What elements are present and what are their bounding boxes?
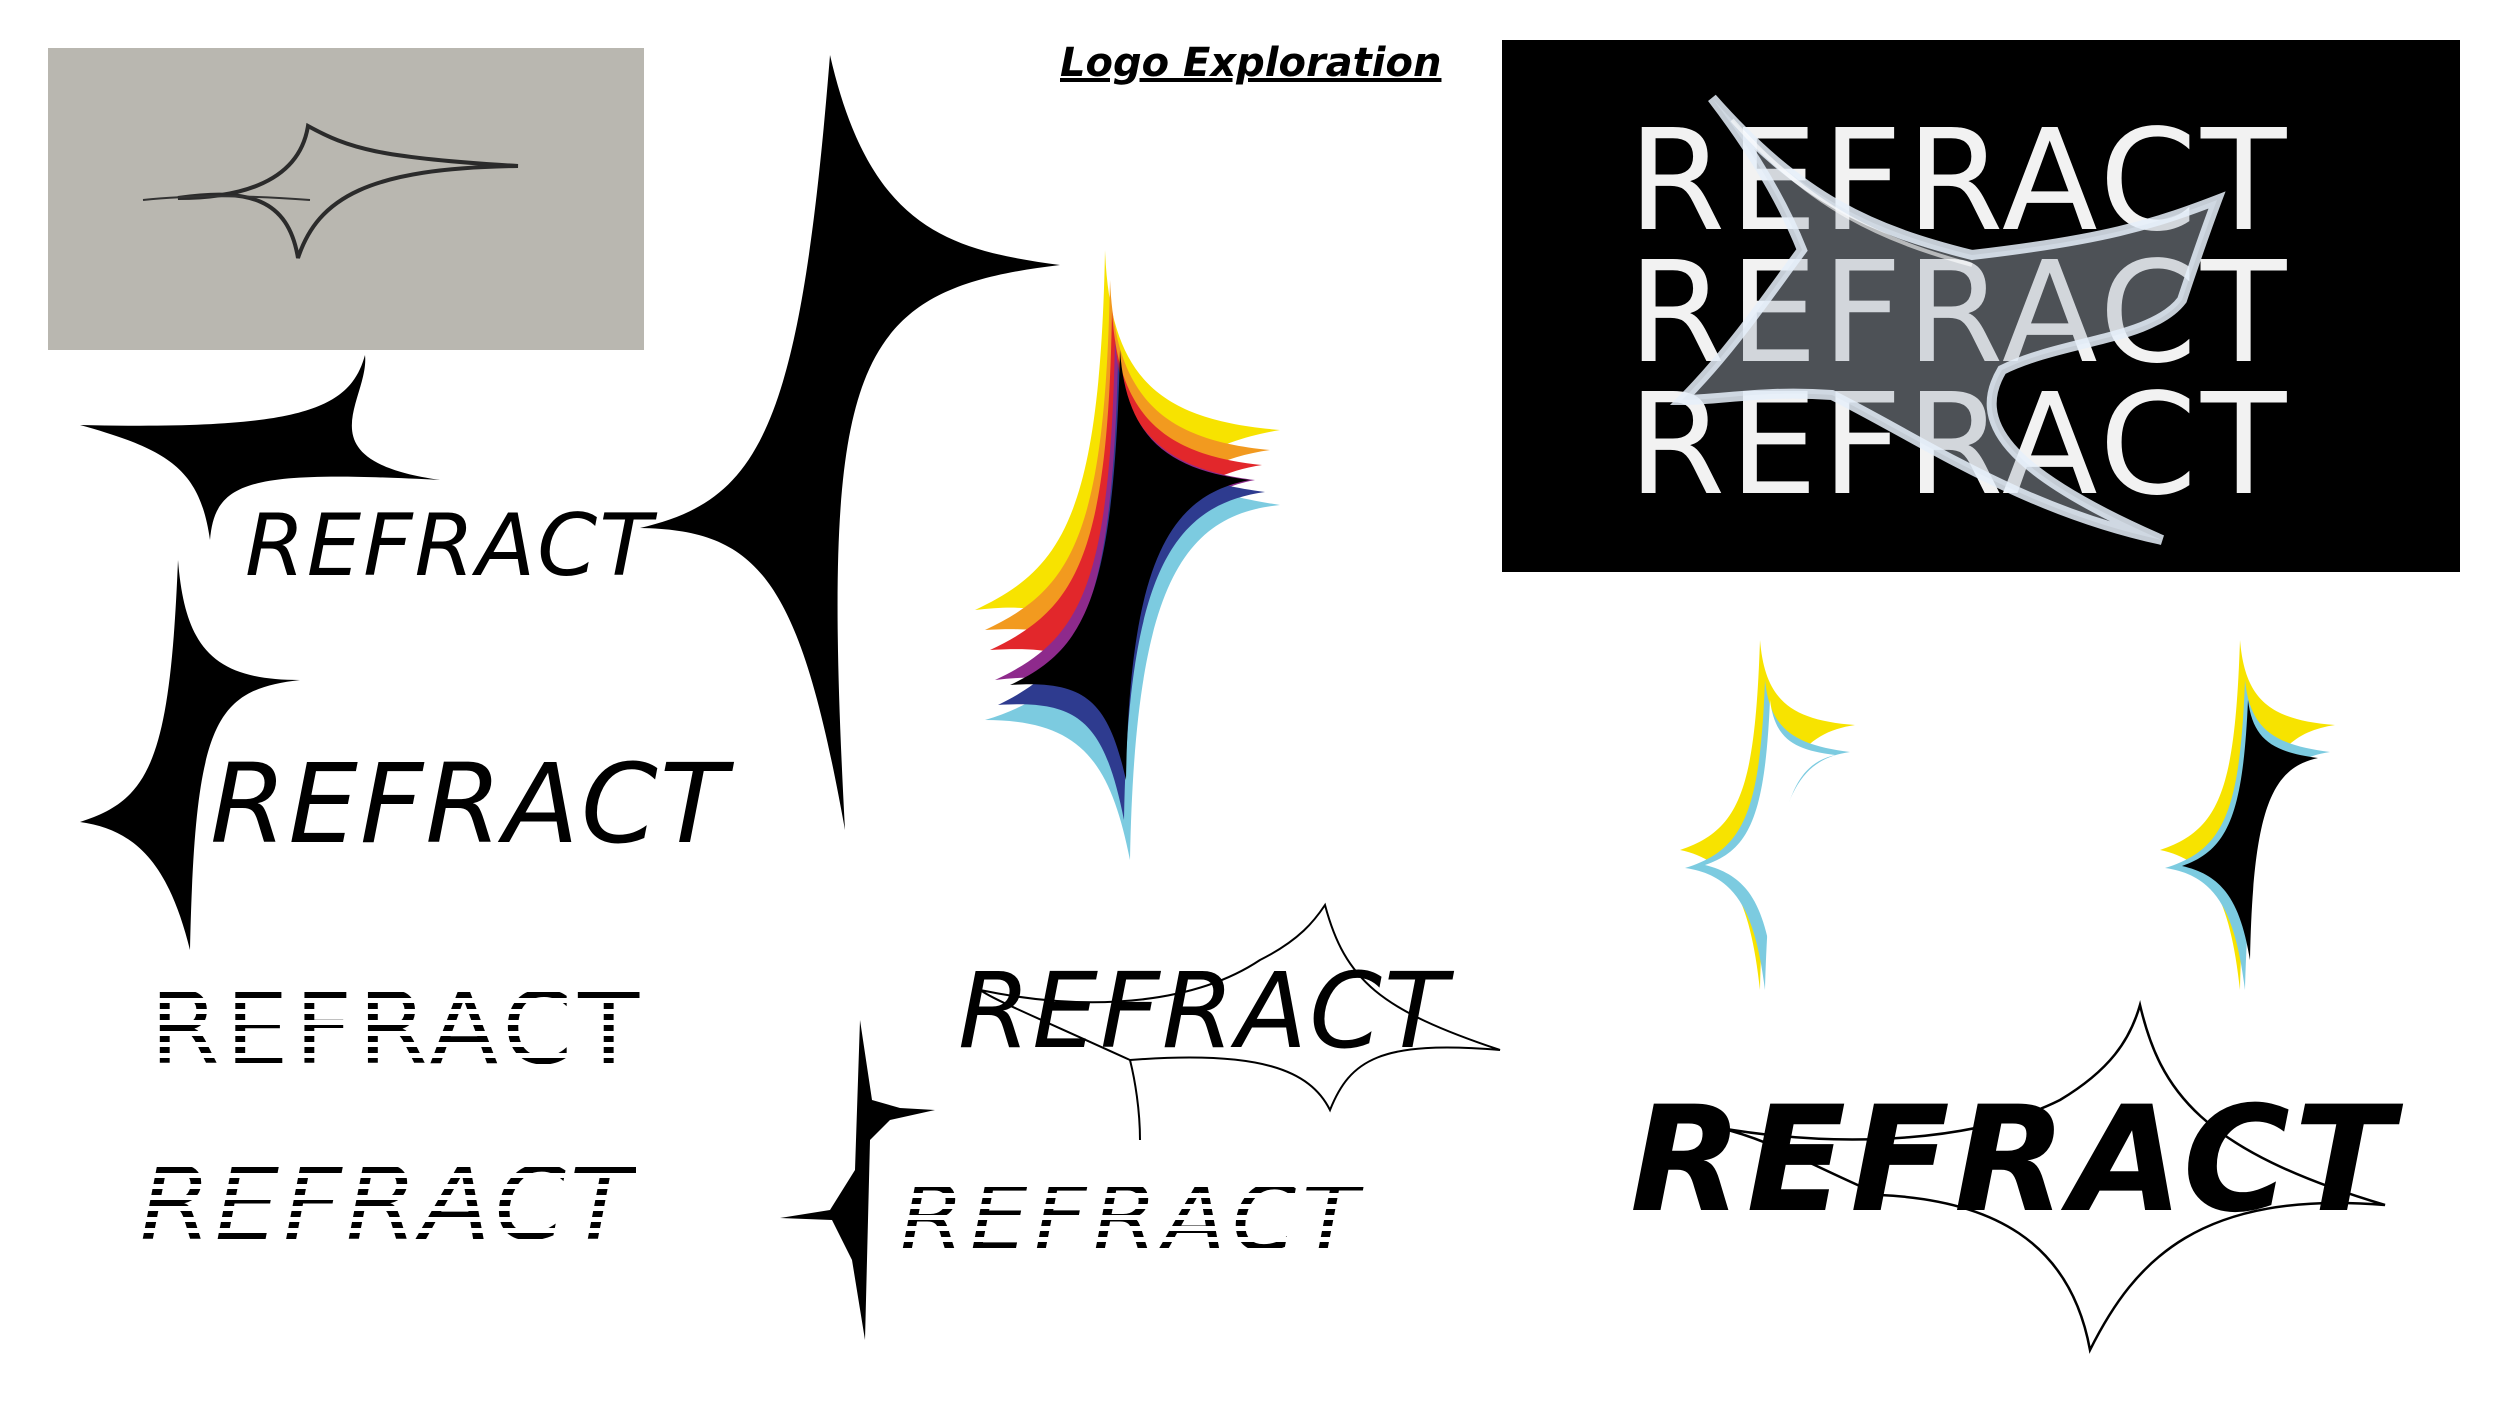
panel-word-2: REFRACT bbox=[1628, 244, 2290, 384]
wordmark-glitch-1: REFRACT bbox=[140, 1145, 637, 1264]
sketch-star-icon bbox=[142, 122, 519, 259]
left-star-icon bbox=[80, 560, 300, 950]
tall-star-icon bbox=[640, 55, 1060, 830]
wordmark-thin: REFRACT bbox=[245, 496, 654, 596]
glass-star-icon bbox=[1669, 94, 2226, 545]
outline-star-mid-icon bbox=[979, 902, 1501, 1113]
outline-star-large-icon bbox=[1719, 1000, 2386, 1354]
filled-rainbow-star-icon bbox=[2160, 640, 2335, 990]
wordmark-medium: REFRACT bbox=[210, 740, 729, 868]
sketch-photo bbox=[48, 48, 644, 350]
jagged-star-icon bbox=[780, 1020, 935, 1340]
page-title: Logo Exploration bbox=[1060, 40, 1442, 86]
wordmark-outline-star: REFRACT bbox=[958, 950, 1450, 1072]
wordmark-striped: REFRACT bbox=[150, 970, 646, 1087]
wordmark-large: REFRACT bbox=[1630, 1075, 2398, 1245]
outline-rainbow-star-icon bbox=[1680, 640, 1855, 990]
wordmark-glitch-2: REFRACT bbox=[900, 1165, 1365, 1272]
small-star-icon bbox=[80, 355, 440, 540]
refract-black-panel: REFRACT REFRACT REFRACT bbox=[1502, 40, 2460, 572]
